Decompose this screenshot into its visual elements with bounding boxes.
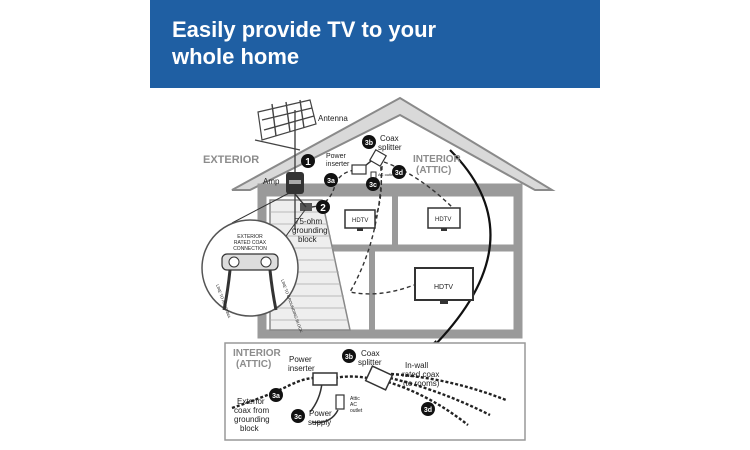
power-inserter-icon	[351, 164, 367, 175]
detail-badge-3c: 3c	[291, 409, 305, 423]
hdtv-big	[414, 267, 474, 304]
detail-inwall-2: rated coax	[402, 370, 439, 379]
amp-label: Amp	[263, 177, 280, 186]
interior-label-line2: (ATTIC)	[416, 165, 451, 176]
svg-text:3c: 3c	[294, 414, 302, 421]
detail-badge-3a: 3a	[269, 388, 283, 402]
svg-text:3a: 3a	[272, 393, 280, 400]
detail-coax-splitter-2: splitter	[358, 358, 382, 367]
svg-text:3c: 3c	[369, 182, 377, 189]
svg-text:3d: 3d	[424, 407, 432, 414]
svg-text:1: 1	[305, 157, 311, 168]
step-badge-1: 1	[301, 154, 315, 168]
detail-power-supply-1: Power	[309, 409, 332, 418]
step-badge-3b: 3b	[362, 135, 376, 149]
header-banner: Easily provide TV to your whole home	[150, 0, 600, 88]
coax-splitter-label-2: splitter	[378, 143, 402, 152]
house-roof	[231, 96, 556, 191]
detail-attic-outlet-1: Attic	[350, 396, 360, 402]
svg-text:3b: 3b	[345, 354, 353, 361]
detail-exterior-coax-3: grounding	[234, 415, 270, 424]
grounding-label-3: block	[298, 235, 318, 244]
detail-exterior-coax-4: block	[240, 424, 260, 433]
interior-label-line1: INTERIOR	[413, 154, 462, 165]
power-inserter-label-1: Power	[326, 153, 347, 160]
hdtv-left	[344, 209, 376, 231]
hdtv-right	[427, 207, 461, 231]
detail-inwall-3: (to rooms)	[403, 379, 440, 388]
ac-outlet-label: AC outlet	[378, 172, 395, 177]
detail-power-inserter-icon	[312, 372, 338, 386]
step-badge-3d: 3d	[392, 165, 406, 179]
banner-title: Easily provide TV to your whole home	[172, 16, 572, 70]
detail-interior-label-1: INTERIOR	[233, 348, 282, 359]
callout-title-3: CONNECTION	[233, 246, 267, 252]
hdtv-left-label: HDTV	[352, 218, 368, 224]
coax-splitter-label-1: Coax	[380, 134, 399, 143]
step-badge-2: 2	[316, 200, 330, 214]
callout-title-1: EXTERIOR	[237, 234, 263, 240]
attic-detail-box: INTERIOR (ATTIC) Power inserter Coax spl…	[224, 342, 526, 441]
detail-coax-splitter-1: Coax	[361, 349, 380, 358]
detail-attic-outlet-2: AC	[350, 402, 357, 408]
exterior-label: EXTERIOR	[203, 154, 259, 166]
svg-text:3b: 3b	[365, 140, 373, 147]
detail-exterior-coax-2: coax from	[234, 406, 269, 415]
step-badge-3c: 3c	[366, 177, 380, 191]
svg-text:3d: 3d	[395, 170, 403, 177]
detail-coax-splitter-icon	[364, 365, 394, 391]
detail-badge-3b: 3b	[342, 349, 356, 363]
detail-exterior-coax-1: Exterior	[237, 397, 265, 406]
callout-title-2: RATED COAX	[234, 240, 267, 246]
coax-splitter-icon	[368, 148, 388, 168]
step-badge-3a: 3a	[324, 173, 338, 187]
detail-power-inserter-1: Power	[289, 355, 312, 364]
banner-title-line1: Easily provide TV to your	[172, 17, 437, 42]
detail-inwall-1: In-wall	[405, 361, 428, 370]
grounding-label-2: grounding	[292, 226, 328, 235]
banner-title-line2: whole home	[172, 44, 300, 69]
grounding-label-1: 75-ohm	[295, 217, 322, 226]
hdtv-big-label: HDTV	[434, 284, 453, 291]
detail-power-supply-2: supply	[308, 418, 331, 427]
detail-badge-3d: 3d	[421, 402, 435, 416]
detail-ac-outlet-icon	[335, 394, 345, 410]
svg-text:3a: 3a	[327, 178, 335, 185]
detail-power-inserter-2: inserter	[288, 364, 315, 373]
detail-arrow	[429, 149, 492, 351]
hdtv-right-label: HDTV	[435, 217, 451, 223]
antenna-label: Antenna	[318, 114, 348, 123]
power-inserter-label-2: inserter	[326, 161, 350, 168]
detail-interior-label-2: (ATTIC)	[236, 359, 271, 370]
antenna-icon	[254, 99, 317, 230]
detail-attic-outlet-3: outlet	[350, 408, 363, 414]
svg-text:2: 2	[320, 203, 326, 214]
